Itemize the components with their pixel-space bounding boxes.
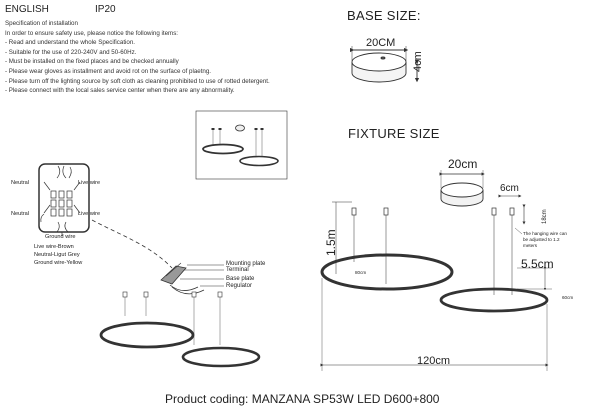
spacing-label: 5.5cm <box>521 257 554 271</box>
total-width-label: 120cm <box>417 355 451 367</box>
wire-color-legend: Live wire-Brown Neutral-Ligut Grey Groun… <box>34 243 82 267</box>
legend-line: Live wire-Brown <box>34 244 74 250</box>
clip-height-label: 18cm <box>542 209 548 224</box>
product-thumbnail <box>195 110 288 180</box>
fixture-height-label: 1.5m <box>324 229 338 256</box>
ring-small-label: 60cm <box>562 295 574 300</box>
spec-line: - Read and understand the whole Specific… <box>5 39 136 47</box>
spec-line: In order to ensure safety use, please no… <box>5 29 179 37</box>
clip-size-label: 6cm <box>500 183 519 194</box>
fixture-size-title: FIXTURE SIZE <box>348 126 440 141</box>
ip-rating: IP20 <box>95 4 116 15</box>
specification-block: Specification of installation In order t… <box>5 19 270 96</box>
spec-line: - Suitable for the use of 220-240V and 5… <box>5 48 137 56</box>
mounting-assembly <box>160 262 224 295</box>
live-label-top: Live wire <box>78 180 101 186</box>
hanging-wire-note: The hanging wire can be adjusted to 1.2 … <box>523 231 567 249</box>
spec-line: - Please wear gloves as installment and … <box>5 67 212 75</box>
neutral-label-mid: Neutral <box>11 211 30 217</box>
spec-title: Specification of installation <box>5 20 78 27</box>
spec-line: - Please turn off the lighting source by… <box>5 77 270 85</box>
base-size-title: BASE SIZE: <box>347 8 421 23</box>
product-code: Product coding: MANZANA SP53W LED D600+8… <box>165 392 440 406</box>
base-height-label: 4cm <box>412 51 424 72</box>
note-line: meters <box>523 243 538 248</box>
base-width-label: 20CM <box>366 37 396 49</box>
fixture-drawing <box>320 170 552 371</box>
note-line: The hanging wire can <box>523 231 567 236</box>
part-label: Terminal <box>226 267 249 273</box>
wiring-diagram <box>38 163 173 269</box>
legend-line: Neutral-Ligut Grey <box>34 252 80 258</box>
ground-label: Ground wire <box>45 234 76 240</box>
language-label: ENGLISH <box>5 4 49 15</box>
neutral-label-top: Neutral <box>11 180 30 186</box>
part-label: Regulator <box>226 283 253 289</box>
spec-line: - Must be installed on the fixed places … <box>5 58 179 66</box>
installed-lamp-drawing <box>99 291 261 368</box>
canopy-size-label: 20cm <box>448 157 478 171</box>
part-label: Base plate <box>226 276 255 282</box>
note-line: be adjusted to 1.2 <box>523 237 560 242</box>
legend-line: Ground wire-Yellow <box>34 260 83 266</box>
ring-large-label: 80cm <box>355 270 367 275</box>
part-label: Mounting plate <box>226 261 266 267</box>
live-label-mid: Live wire <box>78 211 101 217</box>
base-plate-drawing <box>349 46 420 83</box>
spec-line: - Please connect with the local sales se… <box>5 87 235 95</box>
